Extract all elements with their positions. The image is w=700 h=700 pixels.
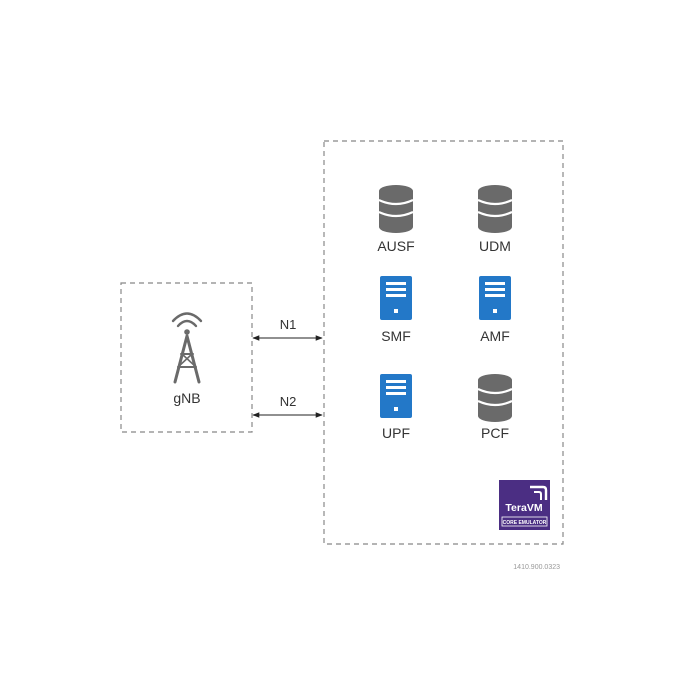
ausf-database-icon: [378, 185, 414, 233]
n1-label: N1: [280, 317, 297, 332]
logo-tagline: CORE EMULATOR: [503, 520, 547, 526]
n2-label: N2: [280, 394, 297, 409]
document-id: 1410.900.0323: [513, 564, 560, 571]
udm-database-icon: [477, 185, 513, 233]
logo-brand: TeraVM: [505, 502, 542, 514]
amf-label: AMF: [480, 328, 510, 344]
upf-label: UPF: [382, 425, 410, 441]
amf-server-icon: [479, 276, 511, 320]
pcf-label: PCF: [481, 425, 509, 441]
smf-label: SMF: [381, 328, 411, 344]
pcf-database-icon: [477, 374, 513, 422]
gnb-label: gNB: [173, 390, 200, 406]
upf-server-icon: [380, 374, 412, 418]
teravm-logo: TeraVM CORE EMULATOR: [499, 480, 550, 530]
antenna-tower-icon: [171, 312, 203, 384]
gnb-box: [120, 282, 253, 433]
core-box: [323, 140, 564, 545]
smf-server-icon: [380, 276, 412, 320]
udm-label: UDM: [479, 238, 511, 254]
ausf-label: AUSF: [377, 238, 414, 254]
